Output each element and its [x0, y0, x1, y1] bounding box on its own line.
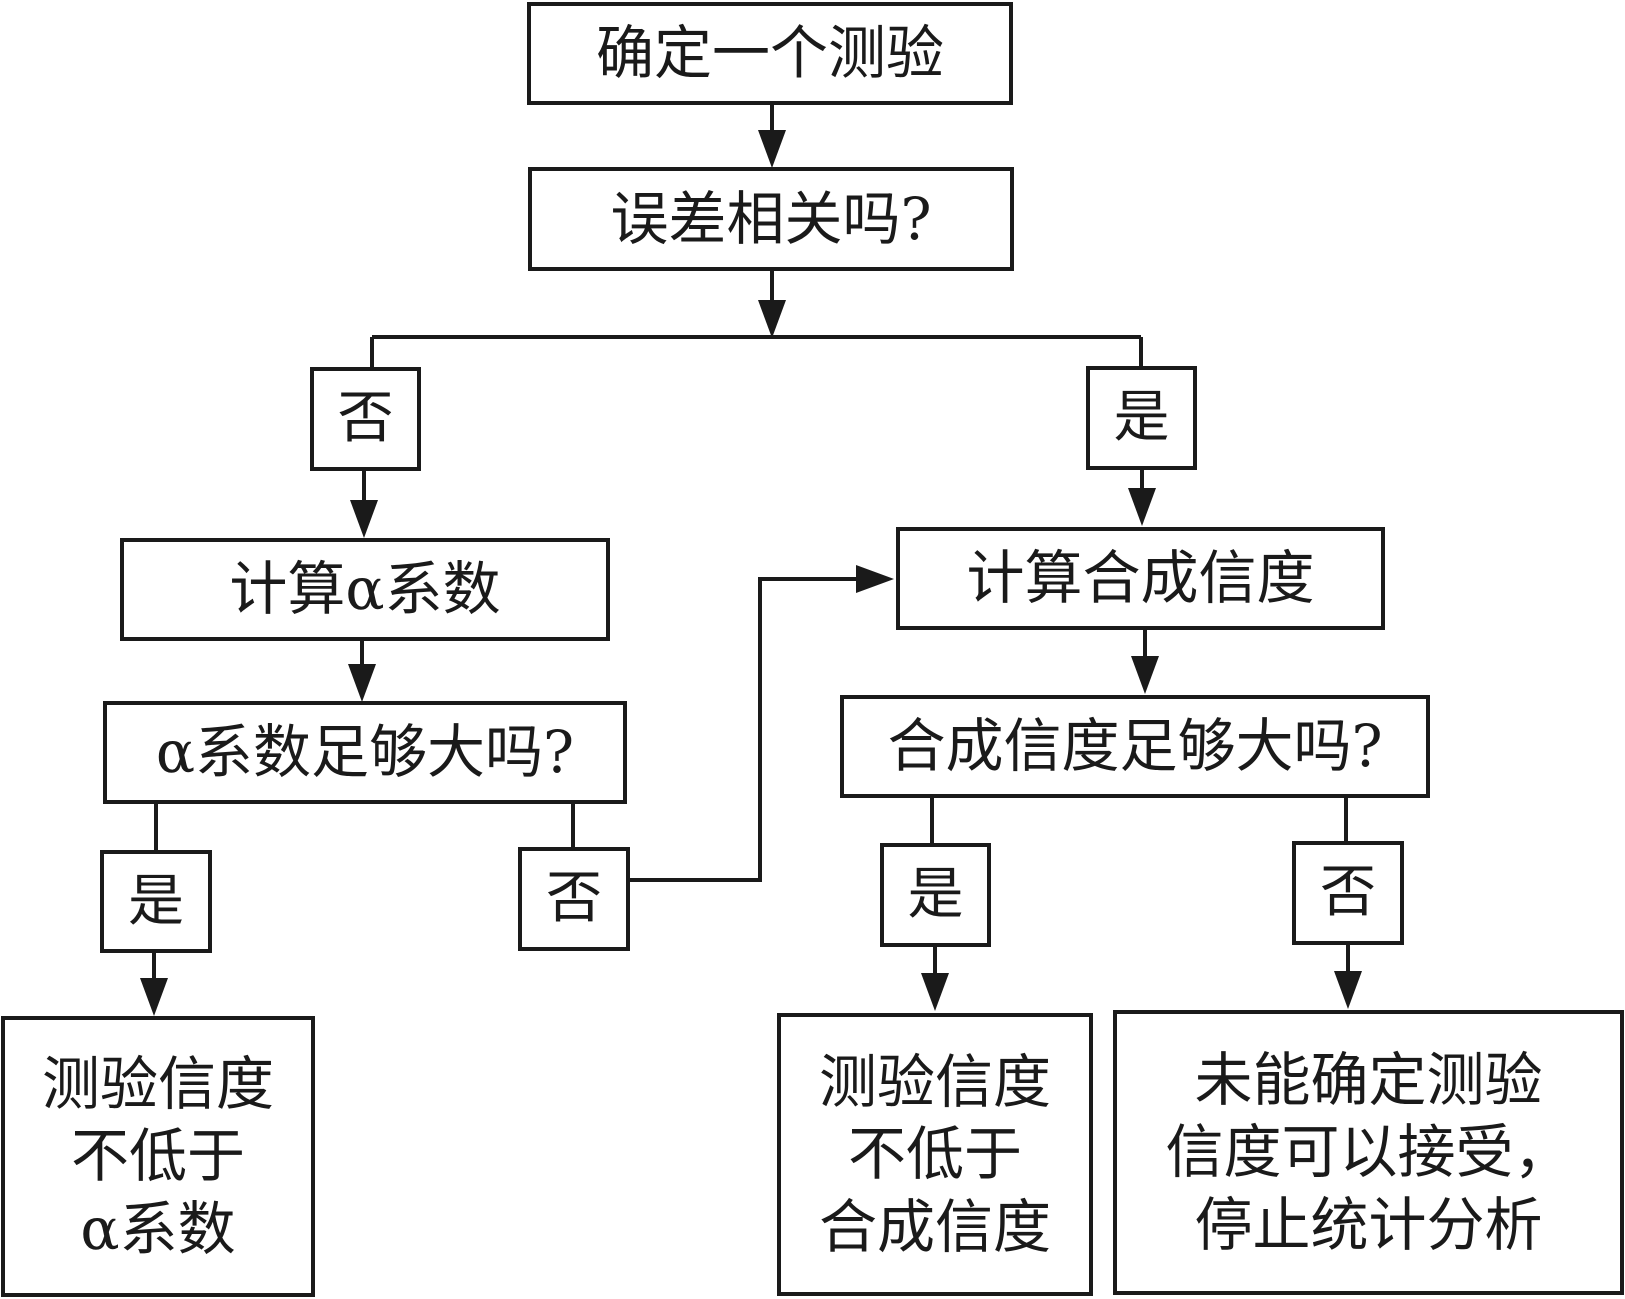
label-no-3-text: 否 [1320, 860, 1376, 925]
label-yes-3: 是 [880, 843, 991, 947]
label-no-2: 否 [518, 847, 630, 951]
arrowhead [140, 978, 168, 1016]
node-question-error-correlated: 误差相关吗? [528, 167, 1014, 271]
label-no-1: 否 [310, 367, 421, 471]
node-result-alpha-label: 测验信度 不低于 α系数 [41, 1049, 274, 1263]
label-yes-3-text: 是 [907, 862, 964, 927]
node-result-composite: 测验信度 不低于 合成信度 [777, 1013, 1093, 1296]
arrowhead [1128, 488, 1156, 526]
node-result-alpha: 测验信度 不低于 α系数 [1, 1016, 315, 1297]
node-start-label: 确定一个测验 [595, 19, 944, 88]
node-calc-composite-label: 计算合成信度 [966, 544, 1315, 613]
edge-no2-to-calc-composite [627, 577, 870, 882]
arrowhead [856, 565, 894, 593]
node-question-error-correlated-label: 误差相关吗? [610, 184, 932, 253]
node-calc-composite: 计算合成信度 [896, 527, 1385, 630]
label-no-1-text: 否 [337, 386, 394, 451]
label-no-2-text: 否 [546, 866, 602, 931]
node-question-alpha-large: α系数足够大吗? [103, 701, 627, 804]
node-result-stop: 未能确定测验 信度可以接受， 停止统计分析 [1113, 1010, 1624, 1295]
arrowhead [348, 664, 376, 702]
arrowhead [1334, 971, 1362, 1009]
arrowhead [350, 500, 378, 538]
node-result-stop-label: 未能确定测验 信度可以接受， 停止统计分析 [1165, 1045, 1572, 1259]
arrowhead [758, 300, 786, 338]
node-question-alpha-large-label: α系数足够大吗? [155, 718, 575, 787]
label-yes-1: 是 [1086, 366, 1197, 470]
label-yes-1-text: 是 [1113, 385, 1170, 450]
node-calc-alpha: 计算α系数 [120, 538, 610, 641]
label-no-3: 否 [1292, 841, 1404, 945]
arrowhead [758, 130, 786, 168]
arrowhead [921, 973, 949, 1011]
label-yes-2: 是 [100, 850, 212, 953]
node-question-composite-large-label: 合成信度足够大吗? [887, 712, 1383, 781]
node-result-composite-label: 测验信度 不低于 合成信度 [818, 1047, 1051, 1261]
label-yes-2-text: 是 [128, 868, 184, 934]
node-calc-alpha-label: 计算α系数 [229, 555, 501, 624]
arrowhead [1131, 656, 1159, 694]
node-start: 确定一个测验 [527, 2, 1013, 105]
node-question-composite-large: 合成信度足够大吗? [840, 695, 1430, 798]
